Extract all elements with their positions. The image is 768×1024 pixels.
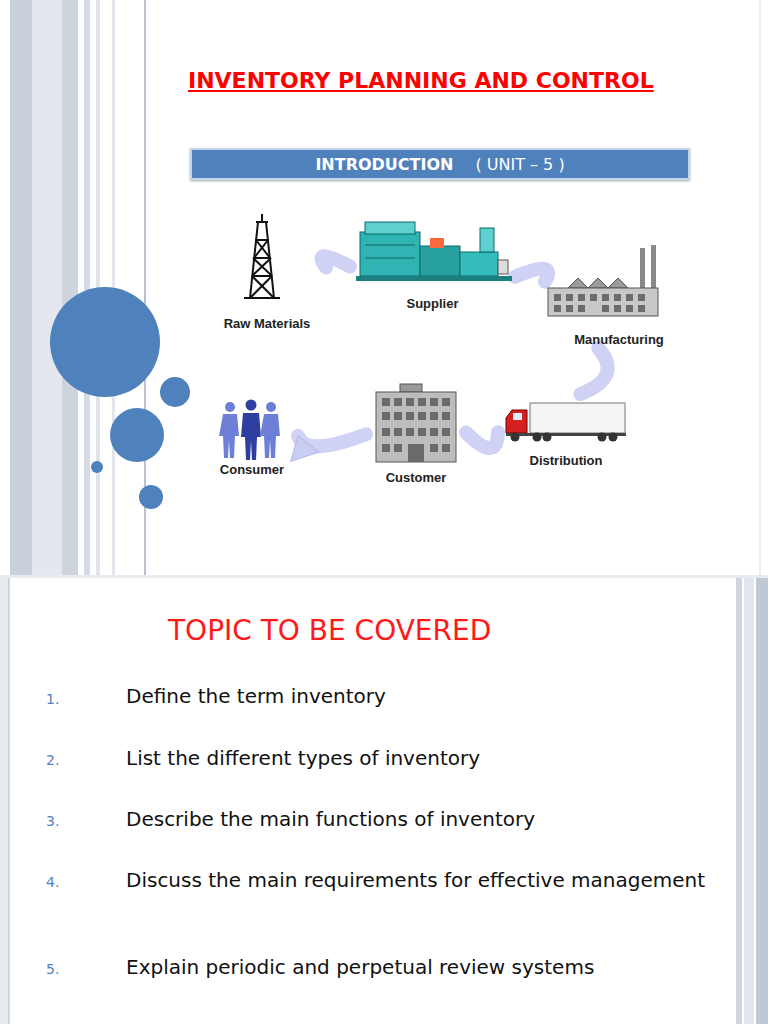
list-number: 4. <box>46 869 59 895</box>
stripe-panel <box>0 0 145 575</box>
list-number: 1. <box>46 686 59 712</box>
flow-stage: Consumer <box>206 396 298 478</box>
deco-circle <box>139 485 163 509</box>
deco-circle <box>50 287 160 397</box>
list-number: 5. <box>46 956 59 982</box>
list-item: List the different types of inventory <box>126 746 480 771</box>
list-item: Describe the main functions of inventory <box>126 807 535 832</box>
stage-label: Distribution <box>530 453 603 469</box>
stage-label: Raw Materials <box>224 316 311 332</box>
border-line <box>760 0 761 575</box>
stage-label: Consumer <box>220 462 284 478</box>
deco-circle <box>110 408 164 462</box>
flow-band <box>580 348 607 394</box>
list-item: Discuss the main requirements for effect… <box>126 868 714 893</box>
stage-label: Manufacturing <box>574 332 664 348</box>
supplier-icon <box>356 222 512 281</box>
band-text: ( UNIT – 5 ) <box>475 155 564 174</box>
derrick-icon <box>244 214 280 298</box>
stage-label: Customer <box>386 470 447 486</box>
arrow-head <box>291 436 319 462</box>
flow-stage: Raw Materials <box>208 208 326 332</box>
people-icon <box>219 400 280 461</box>
flow-band <box>515 269 548 282</box>
stripe <box>0 578 9 1024</box>
building-icon <box>376 384 456 462</box>
deco-circle <box>91 461 103 473</box>
border-line <box>9 578 10 1024</box>
stage-label: Supplier <box>406 296 458 312</box>
list-number: 2. <box>46 747 59 773</box>
list-item: Define the term inventory <box>126 684 386 709</box>
slide-title: INVENTORY PLANNING AND CONTROL <box>188 68 654 93</box>
flow-band <box>466 432 498 448</box>
stripe <box>84 0 90 575</box>
stripe <box>32 0 62 575</box>
stripe <box>112 0 115 575</box>
stripe <box>744 578 754 1024</box>
flow-stage: Manufacturing <box>545 240 693 348</box>
stripe <box>62 0 78 575</box>
list-item: Explain periodic and perpetual review sy… <box>126 955 594 980</box>
stripe <box>736 578 742 1024</box>
band-text: INTRODUCTION <box>315 155 453 174</box>
factory-icon <box>548 245 658 316</box>
deco-circle <box>160 377 190 407</box>
flow-stage: Customer <box>366 380 466 486</box>
list-number: 3. <box>46 808 59 834</box>
flow-stage: Distribution <box>498 394 634 469</box>
stripe <box>10 0 32 575</box>
flow-band <box>322 256 350 267</box>
stripe <box>756 578 768 1024</box>
intro-band: INTRODUCTION ( UNIT – 5 ) <box>190 148 690 180</box>
section-heading: TOPIC TO BE COVERED <box>168 614 491 647</box>
flow-stage: Supplier <box>350 214 515 312</box>
truck-icon <box>506 403 626 442</box>
slide-gap <box>0 575 768 578</box>
